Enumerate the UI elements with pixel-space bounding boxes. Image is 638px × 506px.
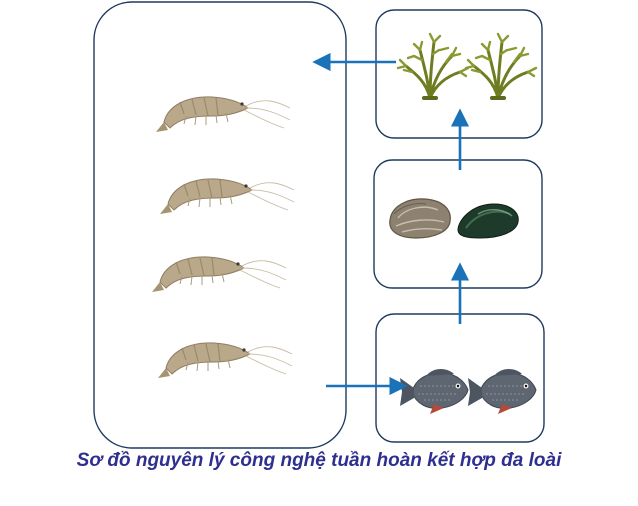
shrimp-pond-box bbox=[93, 1, 347, 449]
diagram-caption: Sơ đồ nguyên lý công nghệ tuần hoàn kết … bbox=[76, 450, 562, 471]
oyster-icon bbox=[389, 198, 452, 239]
bivalve-tank-box bbox=[373, 159, 543, 289]
